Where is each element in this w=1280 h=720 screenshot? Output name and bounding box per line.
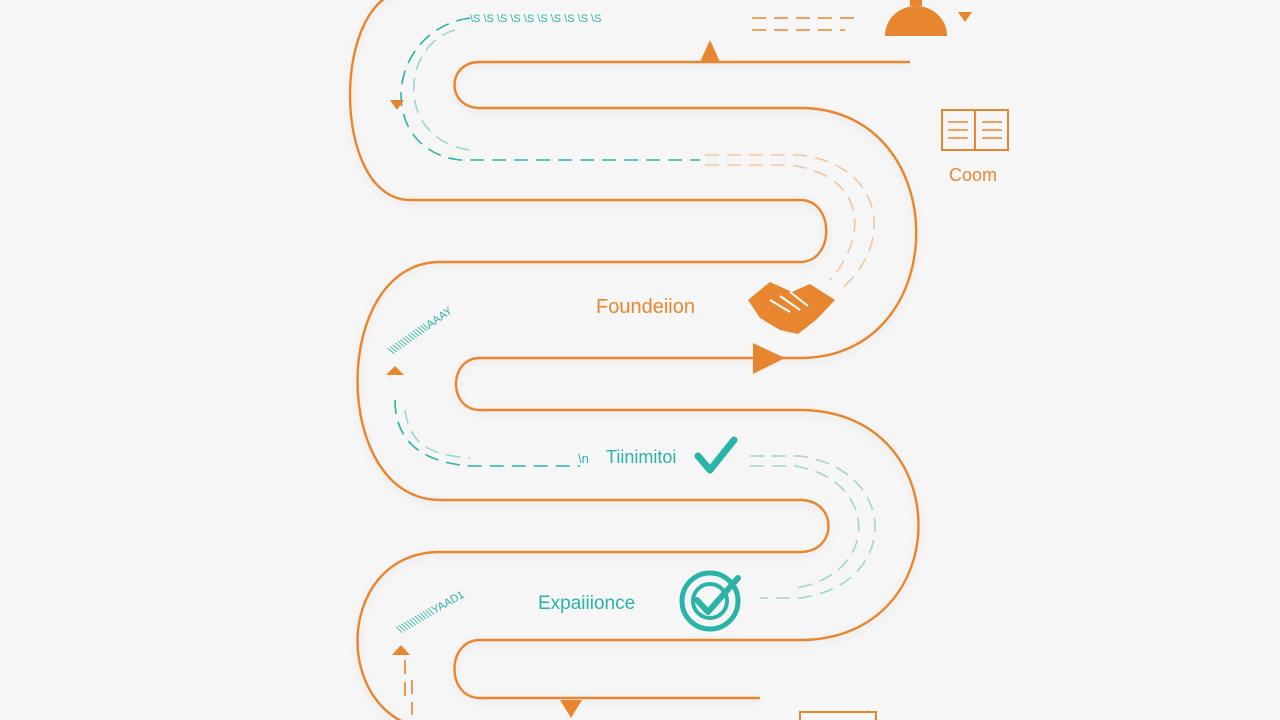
checkmark-icon	[694, 436, 738, 474]
bottom-box-fragment	[799, 711, 877, 720]
road-outer-edge	[348, 0, 830, 720]
bell-icon	[885, 0, 947, 36]
arrow-down-bottom	[560, 700, 582, 718]
serpentine-road	[348, 0, 920, 720]
dash-top-left-2	[412, 29, 471, 151]
handshake-icon	[748, 282, 835, 334]
arrow-down-top-right	[958, 12, 972, 22]
arrow-down-left-top	[390, 100, 404, 110]
dash-bottom-left	[404, 660, 413, 715]
tinimitor-prefix: \n	[578, 451, 589, 466]
tinimitor-label: Tiinimitoi	[606, 447, 676, 467]
road-inner-edge	[453, 60, 920, 700]
scribble-mid-label: \\\\\\\\\\\\\\\AAAY	[387, 305, 455, 358]
scribble-bottom-label: \\\\\\\\\\\\\YAAD1	[396, 589, 467, 637]
scribble-top-label: \S \S \S \S \S \S \S \S \S \S	[470, 13, 601, 25]
dash-top-left	[400, 17, 700, 161]
dash-mid-left-2	[404, 409, 471, 459]
dash-top-right	[752, 17, 860, 31]
coom-label: Coom	[949, 165, 997, 185]
dash-right-lower	[750, 455, 876, 599]
arrow-right-mid	[753, 343, 785, 374]
dash-mid-right	[705, 154, 875, 291]
target-check-icon	[679, 570, 741, 632]
dashed-guides	[394, 17, 876, 715]
arrow-up-left-bottom	[392, 645, 410, 655]
arrow-markers	[386, 12, 972, 718]
arrow-up-left-mid	[386, 366, 404, 375]
dash-mid-left	[394, 399, 580, 467]
foundation-label: Foundeiion	[596, 296, 695, 318]
experience-label: Expaiiionce	[538, 593, 635, 614]
arrow-up-top	[700, 40, 720, 62]
open-book-icon	[941, 109, 1009, 151]
